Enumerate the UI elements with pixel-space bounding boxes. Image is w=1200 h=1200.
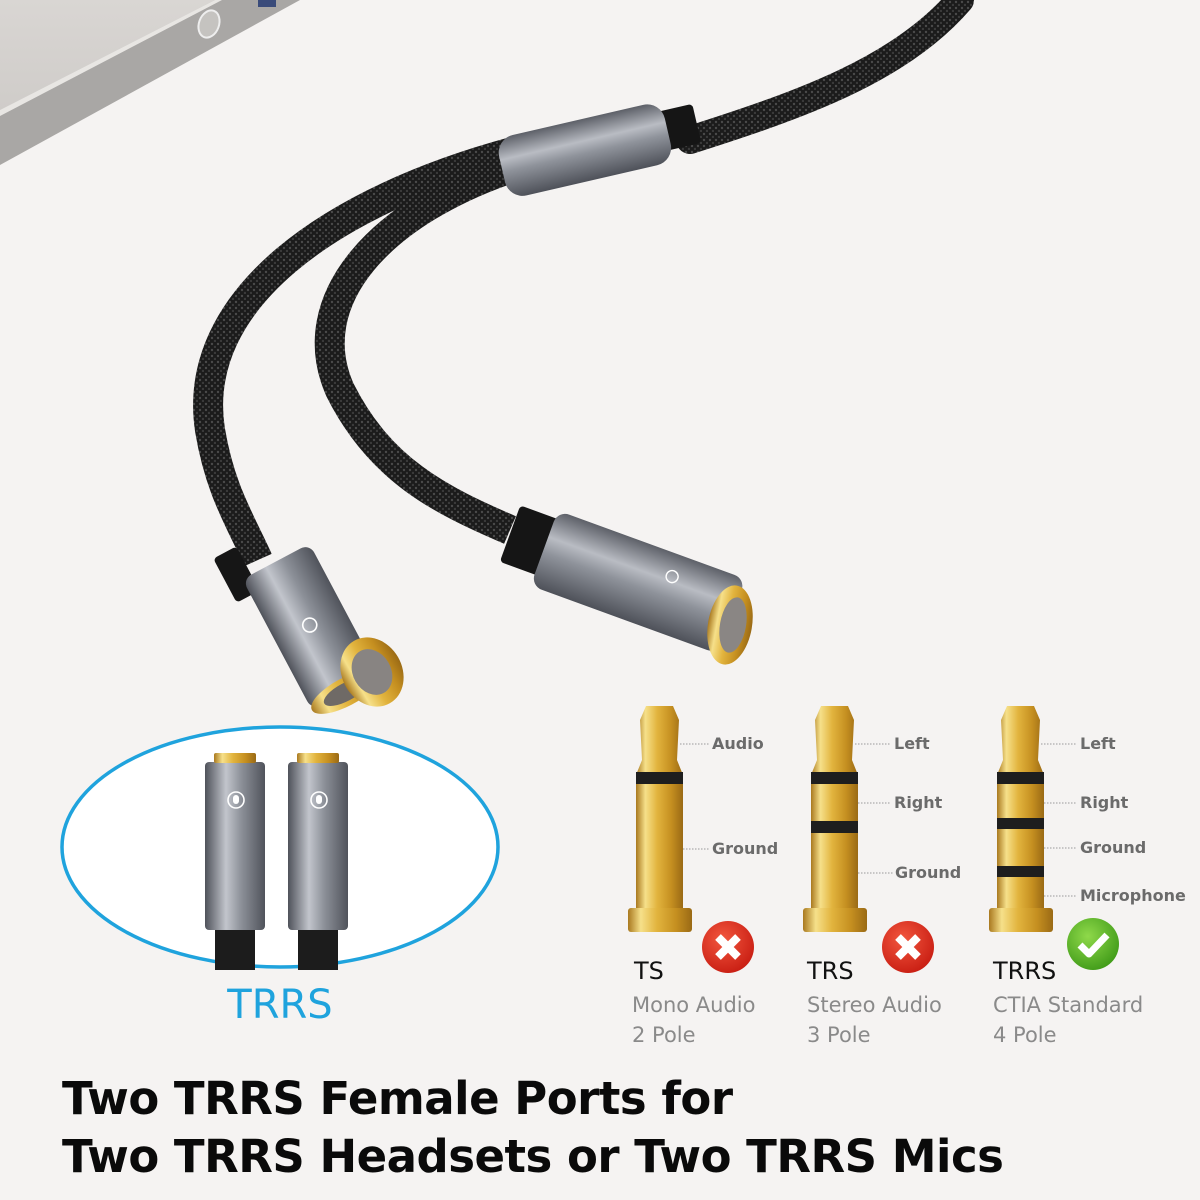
ts-type-label: TS <box>634 957 664 985</box>
trrs-segment-left: Left <box>1080 734 1116 753</box>
trs-plug-illustration <box>803 706 893 932</box>
cross-icon <box>702 921 754 973</box>
laptop-corner <box>0 0 300 165</box>
cross-icon <box>882 921 934 973</box>
main-cable <box>676 0 974 154</box>
trrs-segment-microphone: Microphone <box>1080 886 1186 905</box>
trrs-segment-ground: Ground <box>1080 838 1147 857</box>
left-jack-mouth <box>340 637 404 707</box>
trs-description: Stereo Audio <box>807 993 942 1017</box>
branch-cable-left <box>193 135 524 567</box>
trs-type-label: TRS <box>807 957 854 985</box>
splitter-housing <box>498 104 701 196</box>
headline-line-2: Two TRRS Headsets or Two TRRS Mics <box>62 1130 1004 1183</box>
trrs-plug-illustration <box>989 706 1076 932</box>
ts-poles: 2 Pole <box>632 1023 696 1047</box>
trs-segment-left: Left <box>894 734 930 753</box>
branch-cable-right <box>314 150 525 544</box>
trrs-type-label: TRRS <box>993 957 1057 985</box>
trrs-poles: 4 Pole <box>993 1023 1057 1047</box>
ts-segment-audio: Audio <box>712 734 764 753</box>
trrs-description: CTIA Standard <box>993 993 1144 1017</box>
trrs-segment-right: Right <box>1080 793 1129 812</box>
trs-poles: 3 Pole <box>807 1023 871 1047</box>
trs-segment-ground: Ground <box>895 863 962 882</box>
trs-segment-right: Right <box>894 793 943 812</box>
headline: Two TRRS Female Ports for Two TRRS Heads… <box>62 1070 1004 1186</box>
right-female-jack <box>500 506 743 651</box>
callout-jack-2 <box>288 753 348 970</box>
ts-description: Mono Audio <box>632 993 756 1017</box>
headline-line-1: Two TRRS Female Ports for <box>62 1072 733 1125</box>
callout-jack-1 <box>205 753 265 970</box>
ts-segment-ground: Ground <box>712 839 779 858</box>
ts-plug-illustration <box>628 706 710 932</box>
callout-trrs-label: TRRS <box>227 982 333 1028</box>
trrs-callout <box>60 725 500 970</box>
check-icon <box>1067 918 1119 970</box>
right-jack-mouth <box>707 585 753 665</box>
